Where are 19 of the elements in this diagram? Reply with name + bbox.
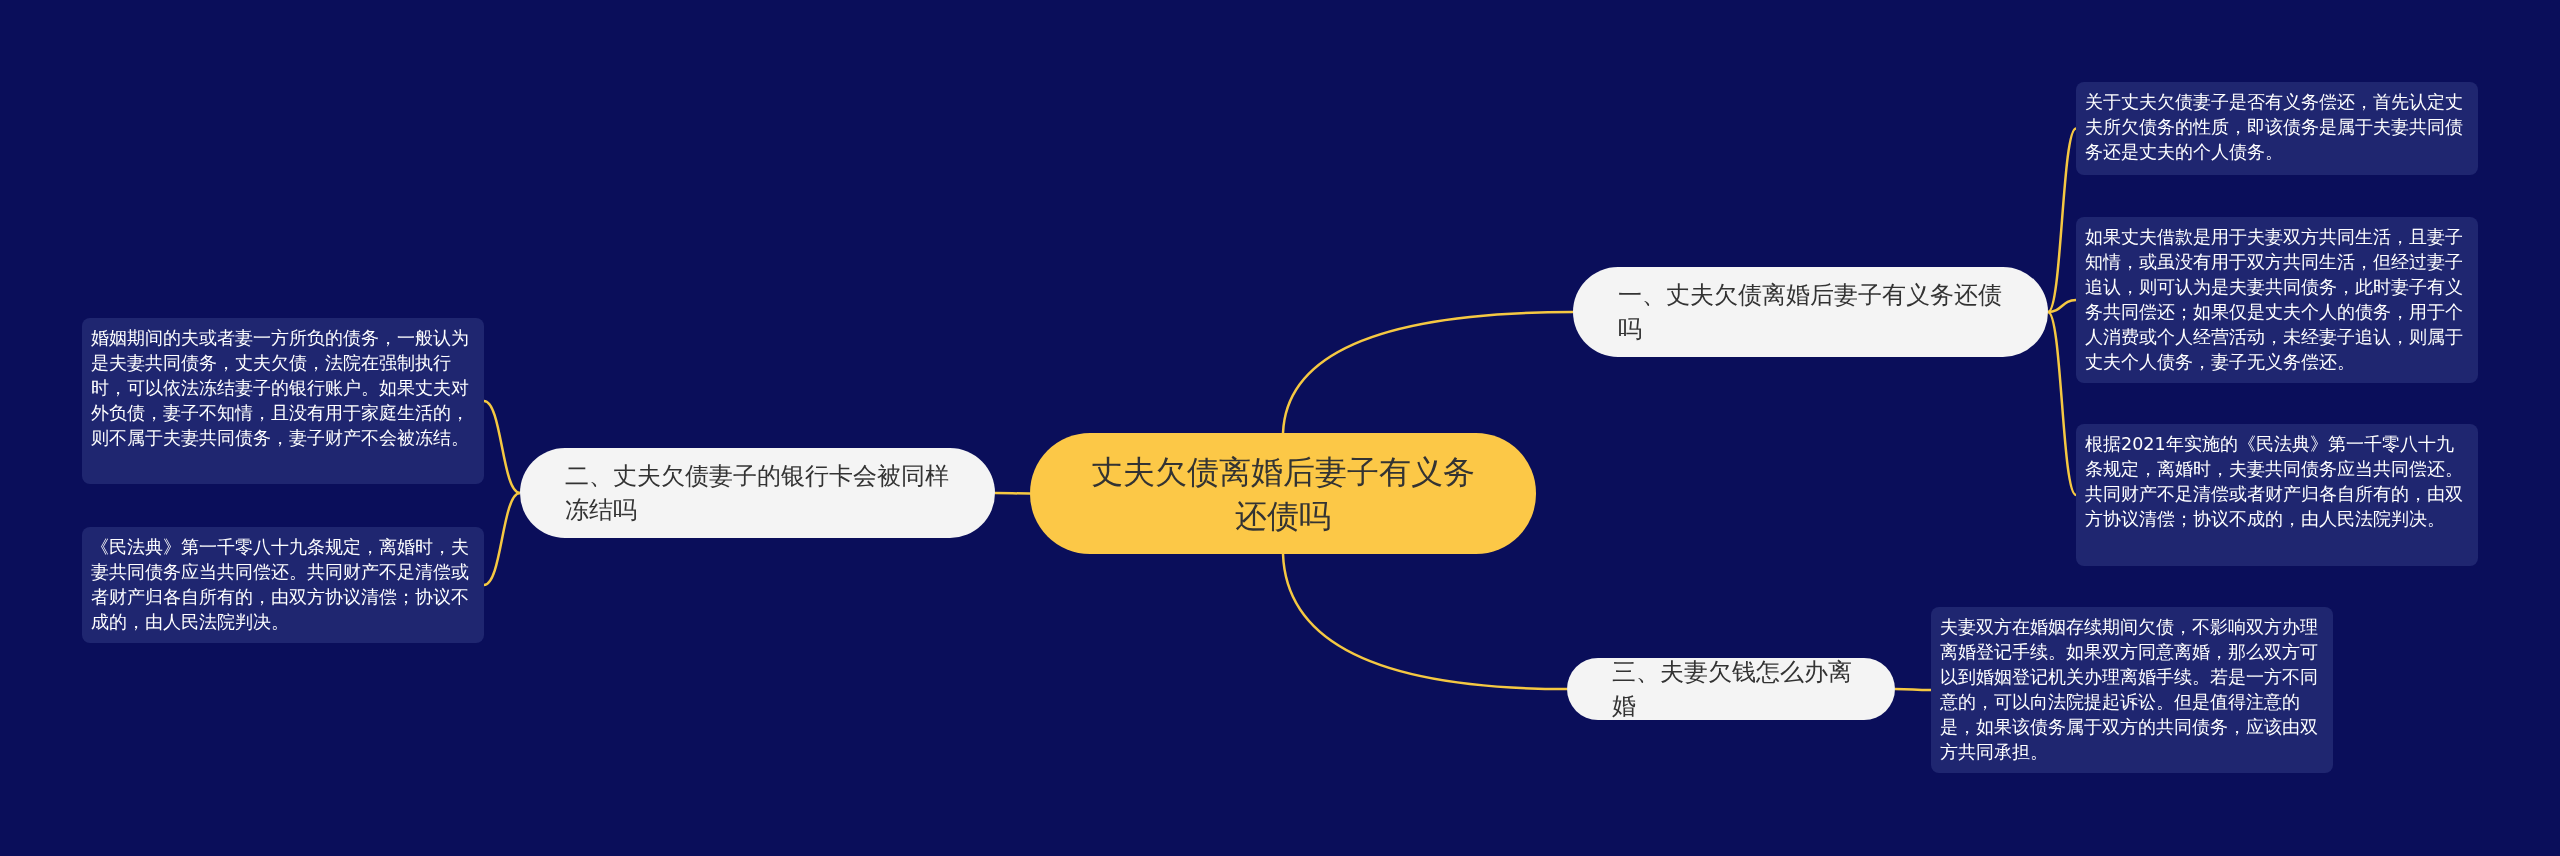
topic-box: 一、丈夫欠债离婚后妻子有义务还债吗 [1573,267,2048,357]
note-box: 关于丈夫欠债妻子是否有义务偿还，首先认定丈夫所欠债务的性质，即该债务是属于夫妻共同债务还是丈夫的个人债务。 [2076,82,2478,175]
note-box: 根据2021年实施的《民法典》第一千零八十九条规定，离婚时，夫妻共同债务应当共同偿还。共同财产不足清偿或者财产归各自所有的，由双方协议清偿；协议不成的，由人民法院判决。 [2076,424,2478,566]
note-box: 如果丈夫借款是用于夫妻双方共同生活，且妻子知情，或虽没有用于双方共同生活，但经过妻子追认，则可认为是夫妻共同债务，此时妻子有义务共同偿还；如果仅是丈夫个人的债务，用于个人消费或个人经营活动，未经妻子追认，则属于丈夫个人债务，妻子无义务偿还。 [2076,217,2478,383]
connector-line [995,491,1030,495]
connector-line [2047,127,2077,313]
topic-box: 三、夫妻欠钱怎么办离婚 [1567,658,1895,720]
connector-line [2047,311,2077,496]
note-box: 夫妻双方在婚姻存续期间欠债，不影响双方办理离婚登记手续。如果双方同意离婚，那么双方可以到婚姻登记机关办理离婚手续。若是一方不同意的，可以向法院提起诉讼。但是值得注意的是，如果该债务属于双方的共同债务，应该由双方共同承担。 [1931,607,2333,773]
connector-line [1895,687,1931,692]
connector-line [483,399,521,495]
connector-line [1281,310,1574,434]
note-box: 婚姻期间的夫或者妻一方所负的债务，一般认为是夫妻共同债务，丈夫欠债，法院在强制执行时，可以依法冻结妻子的银行账户。如果丈夫对外负债，妻子不知情，且没有用于家庭生活的，则不属于夫妻共同债务，妻子财产不会被冻结。 [82,318,484,484]
central-topic: 丈夫欠债离婚后妻子有义务还债吗 [1030,433,1536,554]
topic-box: 二、丈夫欠债妻子的银行卡会被同样冻结吗 [520,448,995,538]
connector-line [1281,553,1568,691]
connector-line [483,491,521,587]
note-box: 《民法典》第一千零八十九条规定，离婚时，夫妻共同债务应当共同偿还。共同财产不足清偿或者财产归各自所有的，由双方协议清偿；协议不成的，由人民法院判决。 [82,527,484,643]
connector-line [2047,298,2077,314]
